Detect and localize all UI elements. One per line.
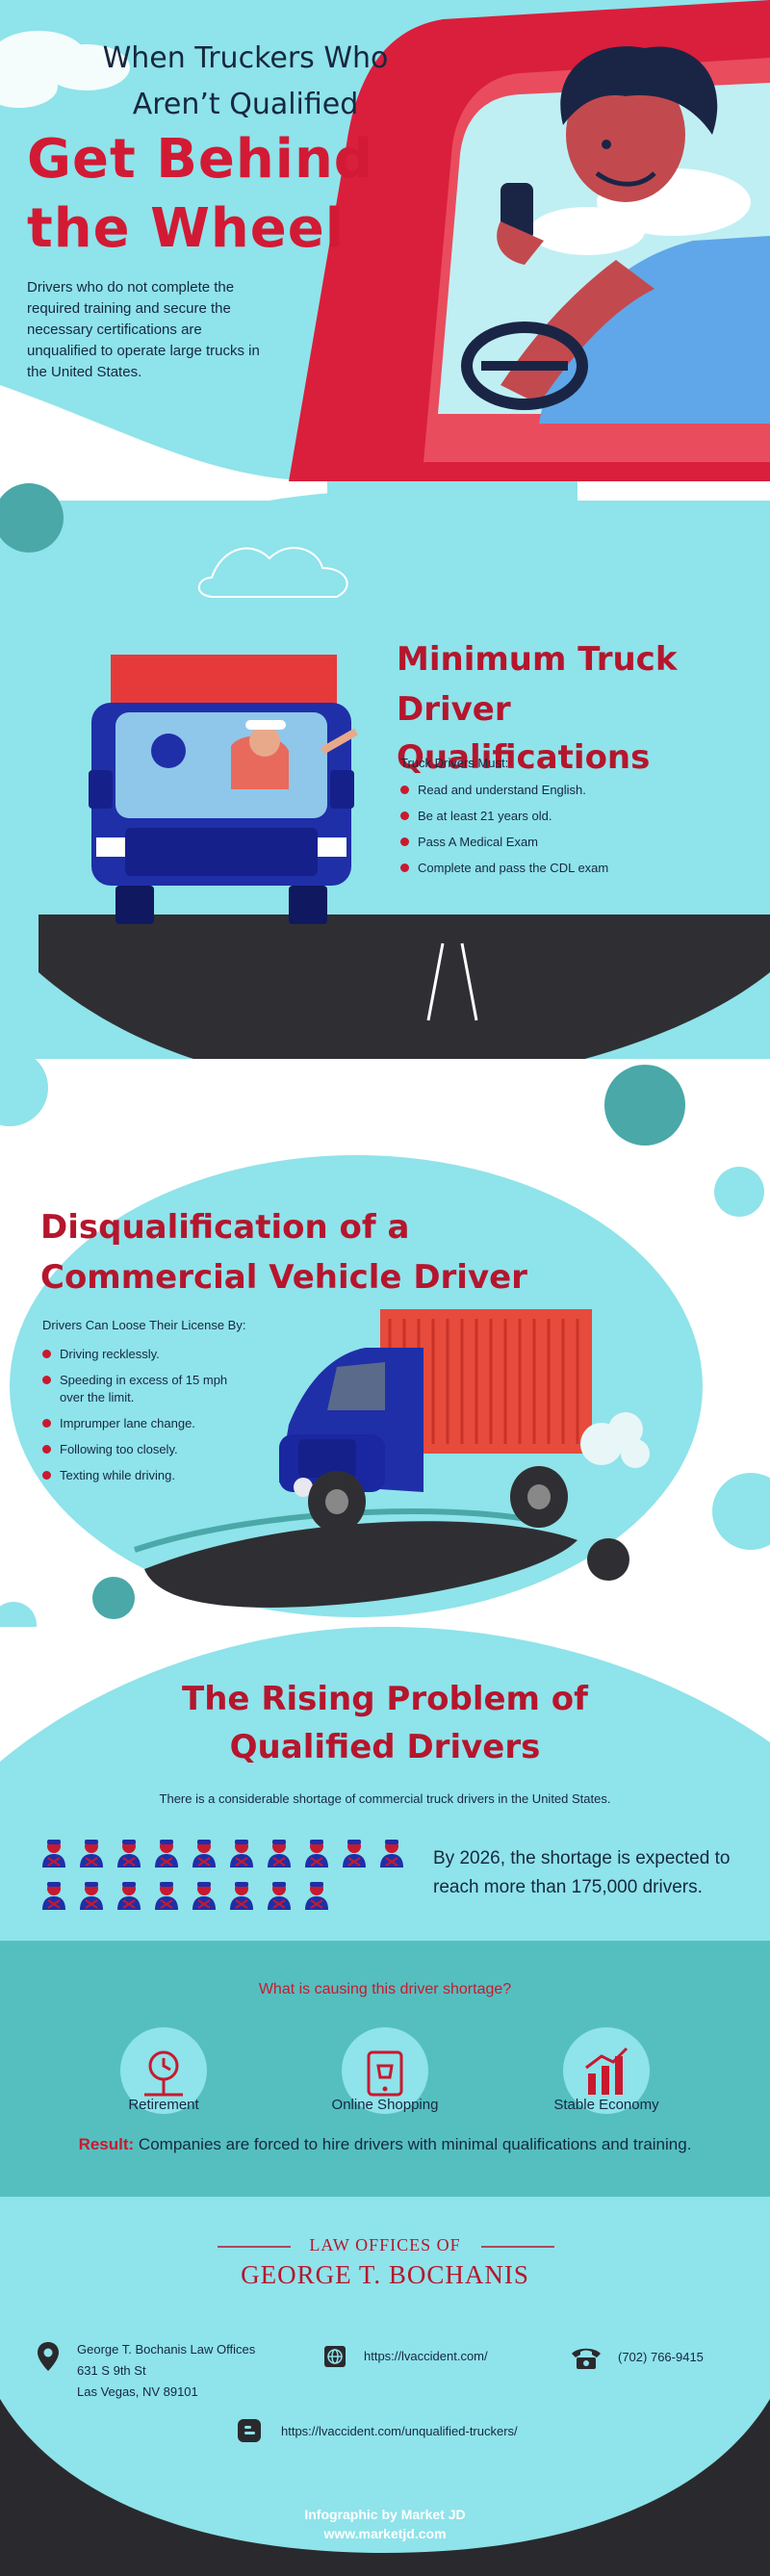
list-item: Following too closely. <box>42 1441 254 1458</box>
problem-title-line2: Qualified Drivers <box>229 1728 541 1766</box>
phone-number[interactable]: (702) 766-9415 <box>618 2350 704 2364</box>
list-item: Speeding in excess of 15 mph over the li… <box>42 1372 254 1406</box>
cause-label: Retirement <box>128 2097 199 2113</box>
hero-description: Drivers who do not complete the required… <box>27 279 260 380</box>
driver-person-icon <box>268 1840 291 1868</box>
qualifications-title-line2: Driver Qualifications <box>397 690 651 777</box>
result-label: Result: <box>78 2135 135 2153</box>
causes-question: What is causing this driver shortage? <box>258 1981 512 1997</box>
phone-icon <box>572 2348 601 2369</box>
result-line: Result: Companies are forced to hire dri… <box>0 2135 770 2154</box>
hero-title-line2: Aren’t Qualified <box>132 88 359 121</box>
driver-person-icon <box>230 1840 253 1868</box>
address-line: George T. Bochanis Law Offices <box>77 2342 256 2357</box>
qualifications-title-line1: Minimum Truck <box>397 640 678 679</box>
causes-section: What is causing this driver shortage? Re… <box>0 1941 770 2197</box>
hero-title-big2: the Wheel <box>27 197 345 260</box>
driver-person-icon <box>80 1882 103 1910</box>
blogger-icon <box>238 2419 261 2442</box>
footer-background <box>0 2197 770 2576</box>
website-link[interactable]: https://lvaccident.com/ <box>364 2349 488 2363</box>
online-shopping-icon <box>367 2050 403 2097</box>
list-item: Imprumper lane change. <box>42 1415 254 1432</box>
credit-text: Infographic by Market JD <box>304 2507 466 2522</box>
list-item: Read and understand English. <box>400 782 728 799</box>
driver-person-icon <box>305 1882 328 1910</box>
driver-person-icon <box>380 1840 403 1868</box>
driver-icon-row <box>38 1879 443 1918</box>
driver-person-icon <box>305 1840 328 1868</box>
hero-title-line1: When Truckers Who <box>102 41 389 75</box>
cause-online-shopping: Online Shopping <box>308 2027 462 2114</box>
problem-background <box>0 1627 770 1945</box>
blog-url-link[interactable]: https://lvaccident.com/unqualified-truck… <box>281 2424 518 2438</box>
driver-person-icon <box>192 1840 216 1868</box>
list-item: Pass A Medical Exam <box>400 834 728 851</box>
hero-title-big1: Get Behind <box>27 128 373 191</box>
driver-person-icon <box>192 1882 216 1910</box>
address-block: George T. Bochanis Law Offices 631 S 9th… <box>77 2339 289 2403</box>
driver-person-icon <box>117 1840 141 1868</box>
driver-person-icon <box>268 1882 291 1910</box>
disqualification-section: Disqualification of a Commercial Vehicle… <box>0 1059 770 1656</box>
firm-name: GEORGE T. BOCHANIS <box>241 2260 529 2289</box>
cause-stable-economy: Stable Economy <box>529 2027 683 2114</box>
disqualification-list: Driving recklessly. Speeding in excess o… <box>42 1346 254 1493</box>
cause-label: Stable Economy <box>553 2097 659 2113</box>
disqualification-title-line2: Commercial Vehicle Driver <box>40 1258 527 1297</box>
driver-person-icon <box>343 1840 366 1868</box>
driver-person-icon <box>155 1840 178 1868</box>
qualifications-background <box>0 483 770 1088</box>
driver-person-icon <box>230 1882 253 1910</box>
cause-label: Online Shopping <box>331 2097 439 2113</box>
credit-url[interactable]: www.marketjd.com <box>323 2526 447 2541</box>
retirement-icon <box>144 2050 183 2097</box>
result-text: Companies are forced to hire drivers wit… <box>138 2135 692 2153</box>
driver-person-icon <box>155 1882 178 1910</box>
problem-subtitle: There is a considerable shortage of comm… <box>159 1791 611 1806</box>
stable-economy-icon <box>585 2047 629 2095</box>
list-item: Complete and pass the CDL exam <box>400 860 728 877</box>
hero-section: When Truckers Who Aren’t Qualified Get B… <box>0 0 770 501</box>
driver-person-icon <box>42 1882 65 1910</box>
driver-person-icon <box>117 1882 141 1910</box>
disqualification-background <box>0 1059 770 1656</box>
address-line: Las Vegas, NV 89101 <box>77 2384 198 2399</box>
location-pin-icon <box>38 2342 59 2371</box>
problem-title-line1: The Rising Problem of <box>182 1680 588 1718</box>
disqualification-title-line1: Disqualification of a <box>40 1208 410 1247</box>
driver-person-icon <box>42 1840 65 1868</box>
qualifications-section: Minimum Truck Driver Qualifications Truc… <box>0 472 770 1088</box>
globe-icon <box>324 2346 346 2367</box>
hero-background-illustration <box>0 0 770 501</box>
footer-section: LAW OFFICES OF GEORGE T. BOCHANIS George… <box>0 2197 770 2576</box>
list-item: Be at least 21 years old. <box>400 808 728 825</box>
driver-person-icon <box>80 1840 103 1868</box>
address-line: 631 S 9th St <box>77 2363 146 2378</box>
cause-retirement: Retirement <box>87 2027 241 2114</box>
list-item: Texting while driving. <box>42 1467 254 1484</box>
disqualification-intro: Drivers Can Loose Their License By: <box>42 1318 246 1332</box>
list-item: Driving recklessly. <box>42 1346 254 1363</box>
problem-section: The Rising Problem of Qualified Drivers … <box>0 1627 770 1945</box>
shortage-stat: By 2026, the shortage is expected to rea… <box>433 1848 731 1897</box>
qualifications-list: Read and understand English. Be at least… <box>400 782 728 886</box>
law-offices-label: LAW OFFICES OF <box>309 2235 461 2254</box>
qualifications-intro: Truck Drivers Must: <box>400 756 509 770</box>
driver-icon-row <box>38 1837 443 1875</box>
